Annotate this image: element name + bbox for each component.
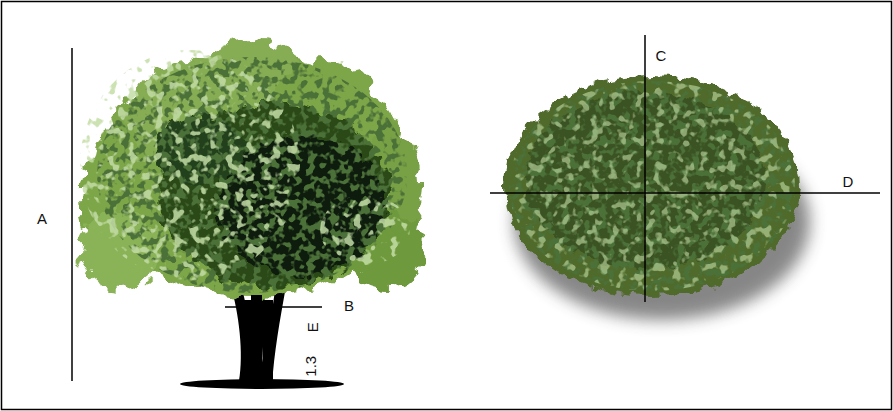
top-crown xyxy=(504,76,800,296)
trunk-base xyxy=(241,295,273,386)
side-crown xyxy=(80,38,423,297)
height-line xyxy=(71,48,73,381)
dimension-label: D xyxy=(843,174,854,191)
dimension-label: 1.3 xyxy=(303,356,320,377)
crown-base-line xyxy=(225,306,322,308)
side-crown-light xyxy=(80,50,410,280)
dimension-label: E xyxy=(305,322,322,332)
dimension-label: B xyxy=(344,298,354,315)
dimension-label: A xyxy=(37,211,47,228)
top-crown-light xyxy=(509,81,795,291)
dimension-label: C xyxy=(656,48,667,65)
crown-axis-line xyxy=(644,35,646,302)
crown-axis-line xyxy=(490,192,880,194)
top-crown-shade xyxy=(509,81,795,291)
